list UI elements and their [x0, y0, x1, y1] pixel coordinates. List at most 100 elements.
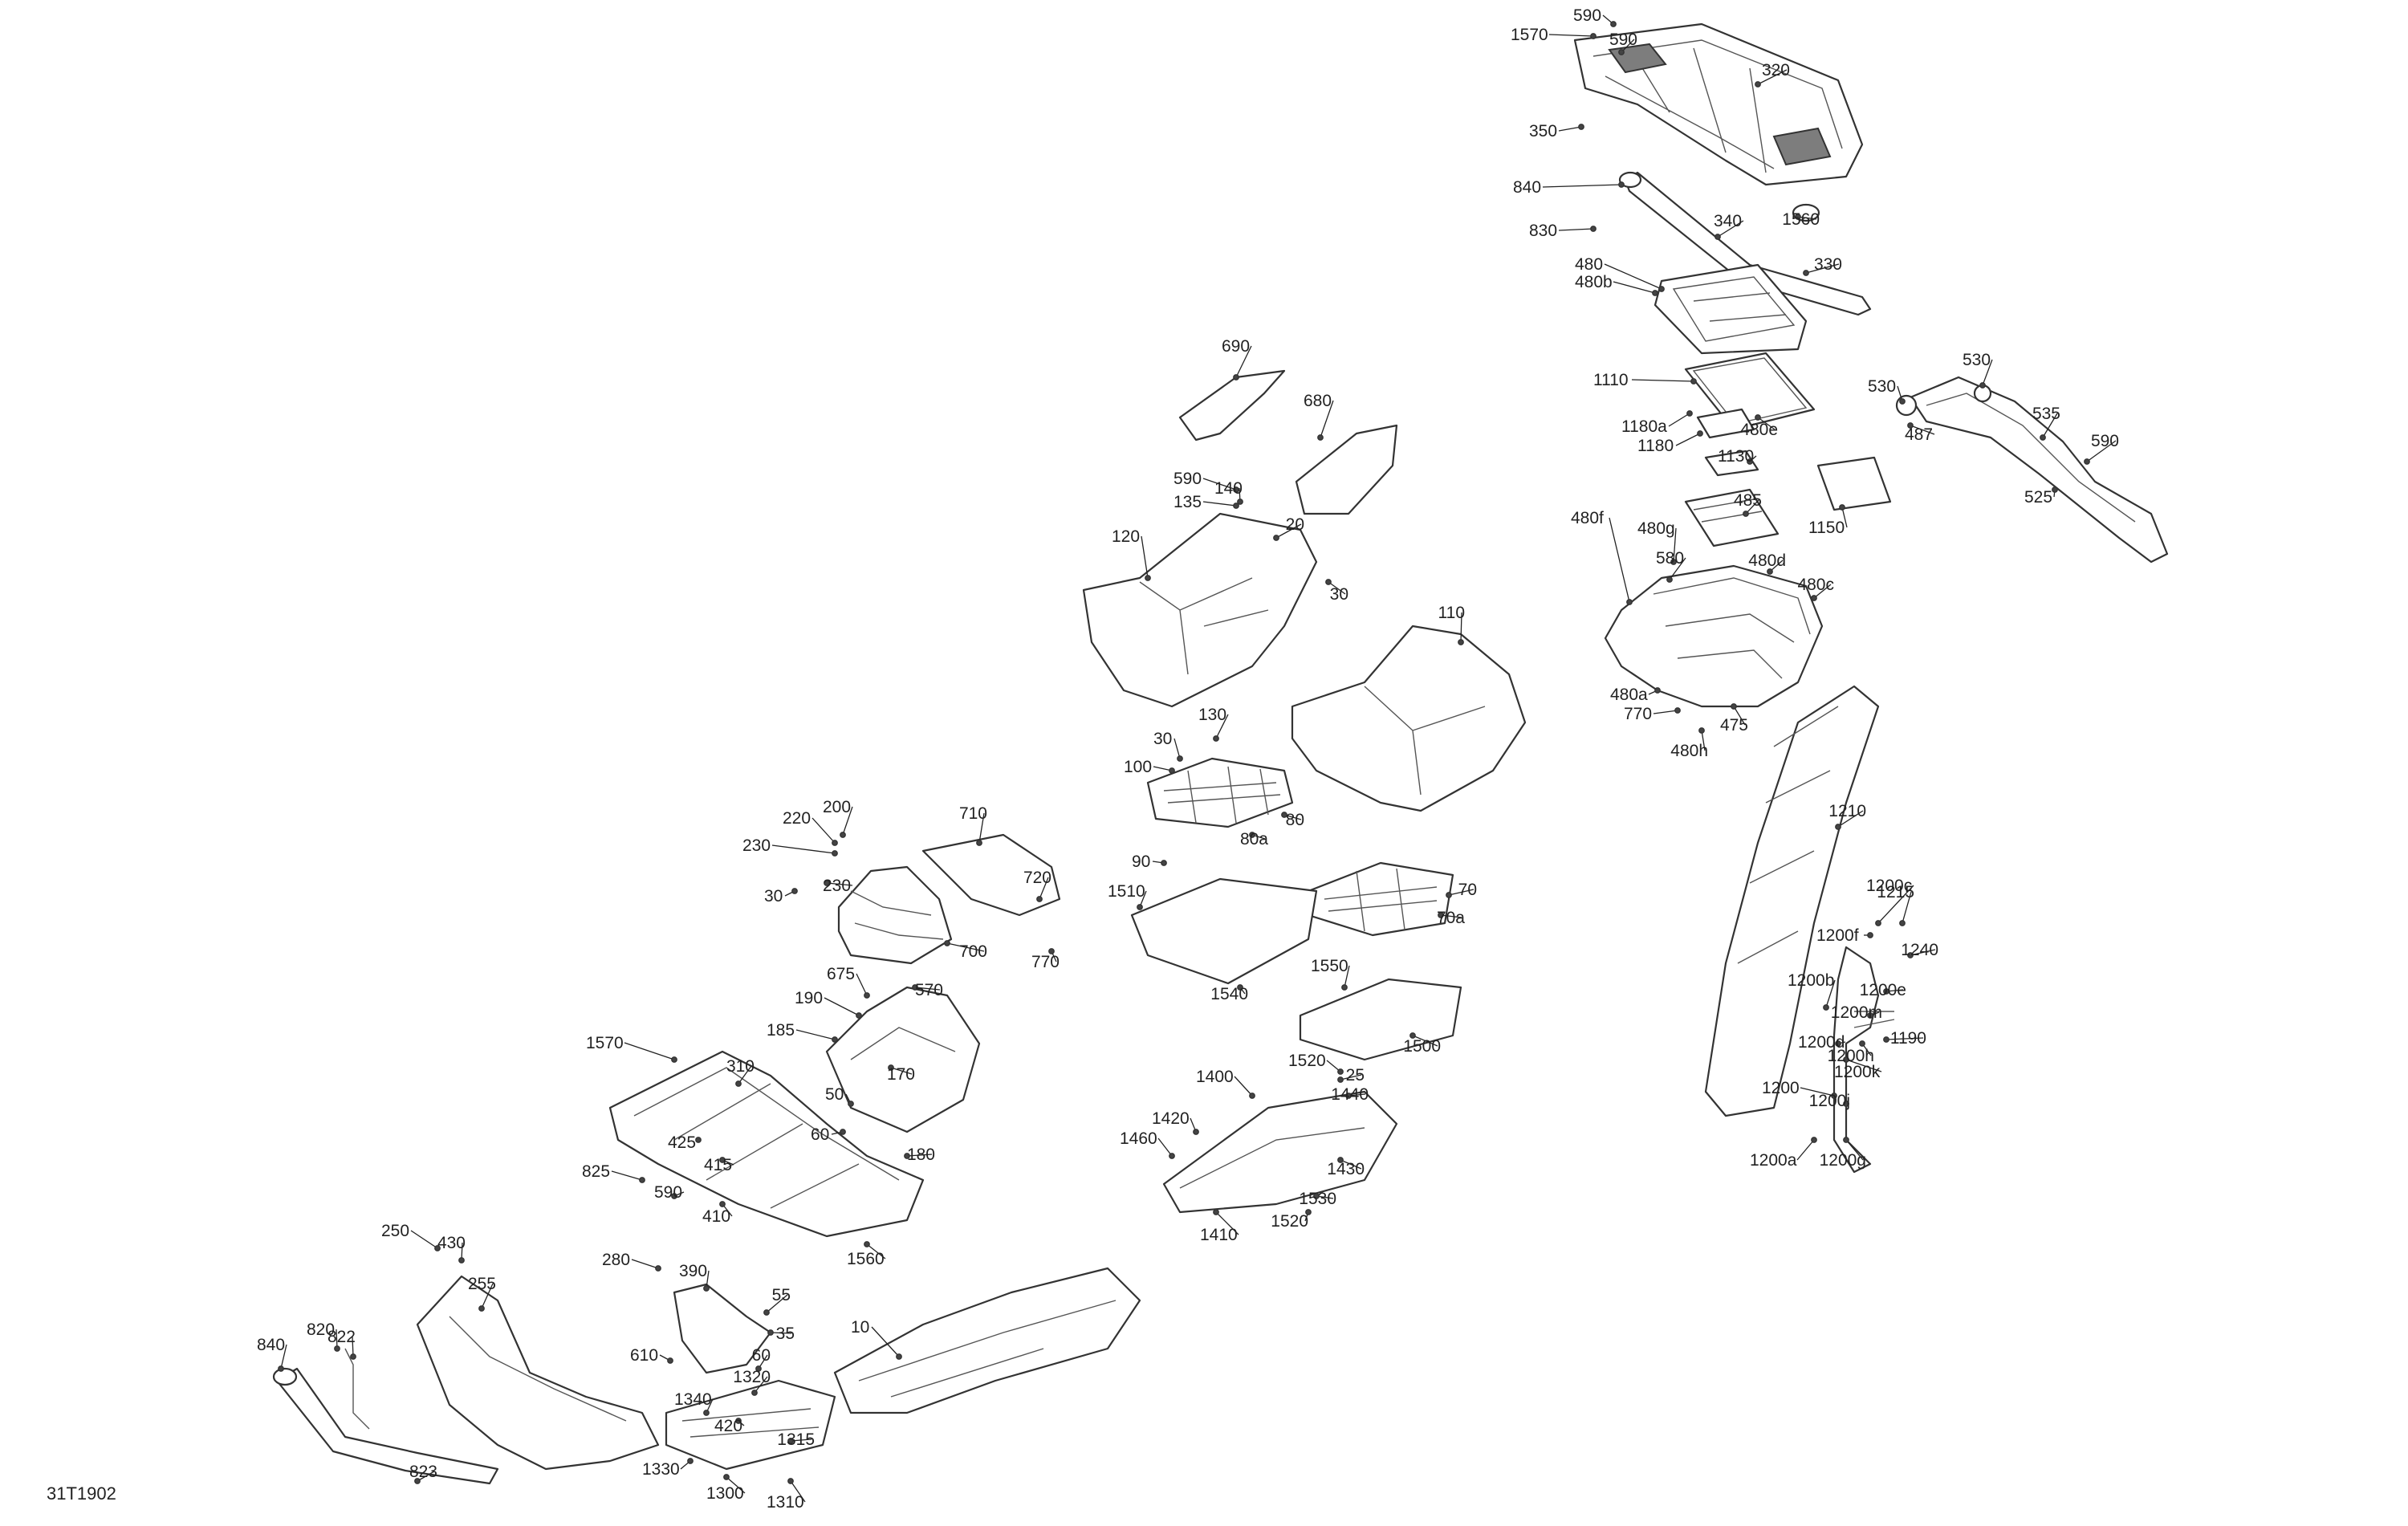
callout-1200g: 1200g: [1820, 1151, 1866, 1170]
fastener-530b: [1979, 382, 1986, 389]
callout-1430: 1430: [1327, 1160, 1365, 1178]
callout-320: 320: [1762, 61, 1790, 79]
leader-line-590d: [1202, 478, 1237, 490]
callout-1200a: 1200a: [1750, 1151, 1797, 1170]
leader-line-1300: [726, 1476, 746, 1494]
leader-line-822: [352, 1336, 354, 1357]
callout-1570b: 1570: [586, 1034, 624, 1052]
fastener-1315: [787, 1438, 794, 1444]
leader-line-250: [410, 1230, 438, 1249]
leader-line-1150: [1841, 507, 1848, 528]
fastener-1460: [1169, 1153, 1175, 1159]
leader-line-1310: [790, 1480, 806, 1503]
front-tow-bar: [272, 1348, 499, 1485]
fastener-200: [840, 832, 846, 838]
callout-1180a: 1180a: [1621, 417, 1667, 436]
callout-1460: 1460: [1120, 1129, 1157, 1148]
callout-280: 280: [602, 1251, 630, 1269]
callout-1200: 1200: [1762, 1079, 1800, 1097]
callout-1540: 1540: [1210, 985, 1248, 1003]
callout-10: 10: [851, 1318, 869, 1337]
fastener-580: [1666, 576, 1673, 583]
left-footwell-panel: [1082, 512, 1318, 708]
callout-1300: 1300: [706, 1484, 744, 1503]
callout-830: 830: [1529, 222, 1557, 240]
fastener-1150: [1839, 504, 1845, 511]
callout-420: 420: [714, 1417, 742, 1435]
fastener-1500: [1409, 1032, 1416, 1039]
callout-1200j: 1200j: [1809, 1092, 1850, 1110]
leader-line-480b: [1613, 281, 1656, 294]
fastener-135: [1233, 503, 1239, 509]
front-rack: [608, 1050, 925, 1238]
leader-line-1190: [1885, 1037, 1924, 1040]
fastener-170: [888, 1064, 894, 1071]
callout-255: 255: [468, 1275, 496, 1293]
leader-line-535: [2042, 413, 2058, 438]
callout-185: 185: [767, 1021, 795, 1040]
callout-610: 610: [630, 1346, 658, 1365]
leader-line-25: [1340, 1074, 1362, 1080]
callout-90: 90: [1132, 853, 1150, 871]
fastener-1190: [1883, 1036, 1889, 1043]
fastener-480f: [1626, 599, 1633, 605]
leader-line-700: [946, 942, 985, 952]
callout-1200e: 1200e: [1860, 981, 1906, 999]
callout-390: 390: [679, 1262, 707, 1280]
callout-30a: 30: [1330, 585, 1348, 604]
leader-line-130: [1215, 714, 1229, 739]
fastener-60a: [840, 1129, 846, 1135]
fastener-50: [848, 1101, 854, 1107]
leader-line-230a: [771, 844, 836, 854]
fastener-250: [434, 1245, 441, 1251]
skid-plate-middle: [1130, 877, 1462, 1214]
fastener-80: [1281, 812, 1287, 818]
leader-line-530b: [1982, 359, 1993, 386]
callout-1240: 1240: [1901, 941, 1938, 959]
callout-80: 80: [1286, 811, 1304, 829]
fastener-110: [1458, 639, 1464, 645]
callout-1200m: 1200m: [1831, 1003, 1882, 1022]
footrest-grate: [1146, 757, 1294, 828]
callout-330: 330: [1814, 255, 1842, 274]
fastener-255: [478, 1305, 485, 1312]
fastener-480: [1658, 286, 1665, 292]
fastener-1440: [1345, 1093, 1352, 1099]
callout-135: 135: [1173, 493, 1202, 511]
fastener-1530: [1313, 1193, 1320, 1199]
fastener-1410: [1213, 1209, 1219, 1215]
leader-line-1215: [1902, 891, 1912, 924]
callout-350: 350: [1529, 122, 1557, 140]
callout-680: 680: [1304, 392, 1332, 410]
leader-line-350: [1558, 126, 1582, 132]
callout-1520b: 1520: [1271, 1212, 1308, 1231]
callout-480h: 480h: [1670, 742, 1708, 760]
callout-50: 50: [825, 1085, 844, 1104]
callout-480b: 480b: [1575, 273, 1613, 291]
callout-820: 820: [307, 1320, 335, 1339]
fastener-770b: [1048, 948, 1055, 954]
callout-220: 220: [783, 809, 811, 828]
fastener-1550: [1341, 984, 1348, 991]
fastener-1180a: [1686, 410, 1693, 417]
drawing-reference-code: 31T1902: [47, 1483, 116, 1504]
fastener-570: [912, 984, 918, 991]
leader-line-340: [1717, 220, 1744, 238]
fastener-720: [1036, 896, 1043, 902]
fastener-485: [1743, 511, 1749, 517]
leader-line-180: [906, 1154, 933, 1157]
leader-line-1460: [1157, 1137, 1173, 1157]
leader-line-1430: [1340, 1159, 1362, 1170]
callout-590a: 590: [1573, 6, 1601, 25]
callout-480d: 480d: [1748, 551, 1786, 570]
leader-line-480: [1604, 263, 1662, 290]
leader-line-30a: [1328, 581, 1346, 595]
callout-130: 130: [1198, 706, 1226, 724]
callout-120: 120: [1112, 527, 1140, 546]
leader-line-480g: [1673, 527, 1677, 563]
fastener-840a: [1618, 181, 1625, 188]
callout-530b: 530: [1963, 351, 1991, 369]
callout-310: 310: [726, 1057, 755, 1076]
fastener-1300: [723, 1474, 730, 1480]
leader-line-190: [824, 997, 860, 1016]
